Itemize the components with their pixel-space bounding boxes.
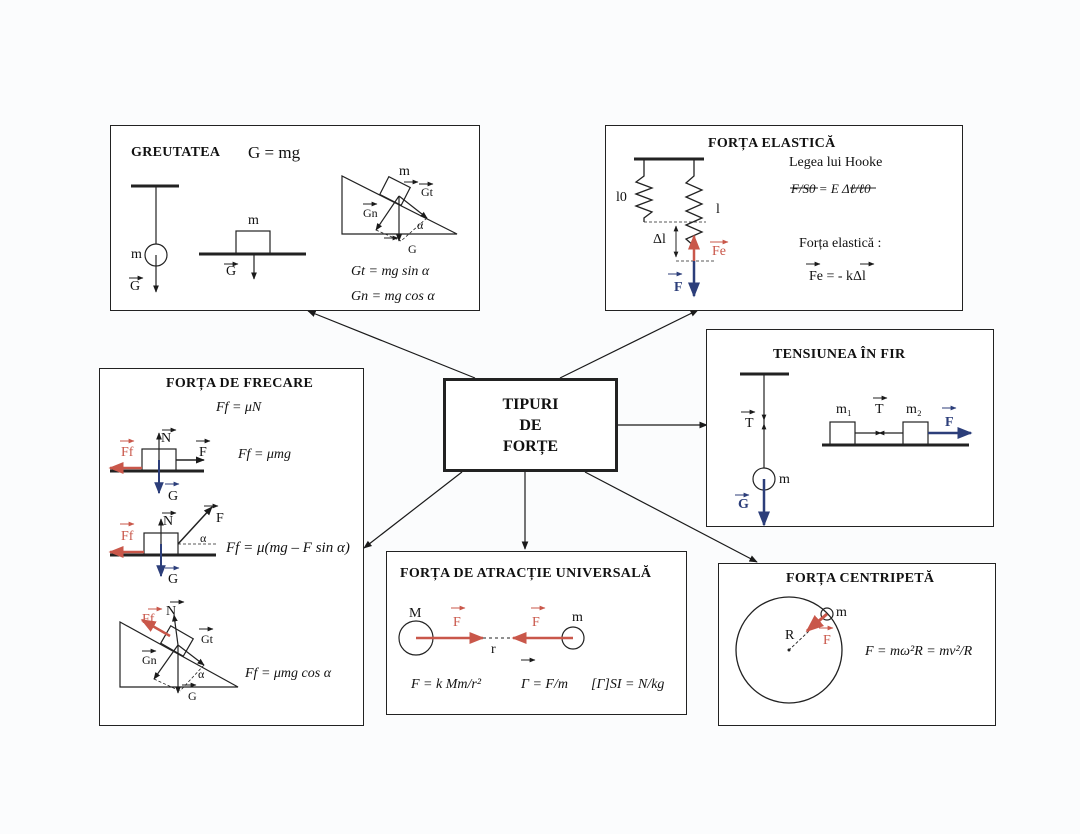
- frecare-panel: FORȚA DE FRECARE Ff = μN Ff = μmg Ff = μ…: [99, 368, 364, 726]
- atractie-eq3: [Γ]SI = N/kg: [591, 677, 665, 692]
- atractie-label-f2: F: [532, 615, 540, 630]
- atractie-label-r: r: [491, 642, 496, 657]
- centripeta-title: FORȚA CENTRIPETĂ: [786, 571, 935, 586]
- atractie-diagram: [398, 605, 585, 663]
- center-line-2: DE: [519, 416, 542, 434]
- frecare-label-g1: G: [168, 489, 179, 504]
- center-title-box: TIPURI DE FORȚE: [443, 378, 618, 472]
- tensiunea-label-f: F: [945, 415, 954, 430]
- atractie-eq2: Γ = F/m: [521, 677, 568, 692]
- elastica-panel: FORȚA ELASTICĂ Legea lui Hooke F/S0 = E …: [605, 125, 963, 311]
- tensiunea-panel: TENSIUNEA ÎN FIR T m G m₁ T m₂ F: [706, 329, 994, 527]
- frecare-label-g3: G: [188, 689, 197, 703]
- frecare-label-alpha3: α: [198, 667, 205, 681]
- elastica-title: FORȚA ELASTICĂ: [708, 136, 836, 151]
- greutatea-label-alpha: α: [417, 218, 424, 232]
- atractie-label-m: m: [572, 610, 583, 625]
- greutatea-label-g1: G: [130, 279, 141, 294]
- greutatea-formula: G = mg: [248, 143, 301, 162]
- frecare-label-g2: G: [168, 572, 179, 587]
- arrow-to-elastica: [559, 309, 699, 379]
- centripeta-panel: FORȚA CENTRIPETĂ m R F F = mω²R = mv²/R: [718, 563, 996, 726]
- arrow-to-greutatea: [307, 310, 476, 379]
- greutatea-label-g3: G: [408, 242, 417, 256]
- frecare-label-gt: Gt: [201, 632, 213, 646]
- greutatea-label-m3: m: [399, 164, 410, 179]
- greutatea-label-m2: m: [248, 213, 259, 228]
- atractie-eq1: F = k Mm/r²: [411, 677, 482, 692]
- elastica-label-fe: Fe: [712, 244, 726, 259]
- greutatea-title: GREUTATEA: [131, 145, 221, 160]
- elastica-label-l: l: [716, 202, 720, 217]
- elastica-eq: Fe = - kΔl: [809, 269, 866, 284]
- frecare-label-alpha2: α: [200, 531, 207, 545]
- elastica-label: Forța elastică :: [799, 236, 882, 251]
- elastica-label-dl: Δl: [653, 232, 666, 247]
- centripeta-label-m: m: [836, 605, 847, 620]
- centripeta-label-R: R: [785, 628, 795, 643]
- center-line-3: FORȚE: [502, 437, 559, 455]
- centripeta-eq: F = mω²R = mv²/R: [865, 644, 973, 659]
- greutatea-eq-t: Gt = mg sin α: [351, 264, 430, 279]
- greutatea-eq-n: Gn = mg cos α: [351, 289, 435, 304]
- greutatea-diagram: [129, 175, 458, 293]
- atractie-title: FORȚA DE ATRACȚIE UNIVERSALĂ: [400, 566, 652, 581]
- centripeta-label-f: F: [823, 633, 831, 648]
- frecare-label-gn: Gn: [142, 653, 157, 667]
- frecare-label-n3: N: [166, 604, 177, 619]
- elastica-hooke-eq: F/S0 = E Δℓ/ℓ0: [791, 181, 871, 196]
- tensiunea-title: TENSIUNEA ÎN FIR: [773, 347, 906, 362]
- elastica-label-f: F: [674, 280, 683, 295]
- tensiunea-label-m1: m₁: [836, 402, 852, 417]
- atractie-panel: FORȚA DE ATRACȚIE UNIVERSALĂ M m F F r F…: [386, 551, 687, 715]
- center-line-1: TIPURI: [502, 395, 559, 413]
- frecare-label-ff1: Ff: [121, 445, 134, 460]
- tensiunea-label-t2: T: [875, 402, 884, 417]
- frecare-eq3: Ff = μ(mg – F sin α): [226, 540, 350, 556]
- tensiunea-label-g: G: [738, 497, 749, 512]
- arrow-to-frecare: [363, 471, 463, 549]
- frecare-label-n2: N: [163, 514, 174, 529]
- greutatea-label-g2: G: [226, 264, 237, 279]
- frecare-eq4: Ff = μmg cos α: [245, 666, 332, 681]
- frecare-label-f2: F: [216, 511, 224, 526]
- elastica-hooke: Legea lui Hooke: [789, 155, 883, 170]
- elastica-label-l0: l0: [616, 190, 627, 205]
- frecare-label-n1: N: [161, 431, 172, 446]
- frecare-label-ff2: Ff: [121, 529, 134, 544]
- greutatea-label-gn: Gn: [363, 206, 378, 220]
- greutatea-label-m1: m: [131, 247, 142, 262]
- tensiunea-label-t1: T: [745, 416, 754, 431]
- frecare-diagram: [108, 427, 239, 694]
- greutatea-panel: GREUTATEA G = mg m G m G m Gt Gn α G Gt …: [110, 125, 480, 311]
- greutatea-label-gt: Gt: [421, 185, 433, 199]
- atractie-label-f1: F: [453, 615, 461, 630]
- elastica-diagram: [634, 157, 876, 298]
- arrow-to-centripeta: [584, 471, 758, 563]
- tensiunea-label-m2: m₂: [906, 402, 922, 417]
- tensiunea-label-m: m: [779, 472, 790, 487]
- frecare-eq1: Ff = μN: [216, 400, 262, 415]
- centripeta-diagram: [735, 596, 843, 704]
- frecare-title: FORȚA DE FRECARE: [166, 376, 314, 391]
- frecare-label-f1: F: [199, 445, 207, 460]
- tensiunea-diagram: [735, 372, 973, 527]
- frecare-label-ff3: Ff: [142, 612, 155, 627]
- frecare-eq2: Ff = μmg: [238, 447, 292, 462]
- atractie-label-M: M: [409, 606, 422, 621]
